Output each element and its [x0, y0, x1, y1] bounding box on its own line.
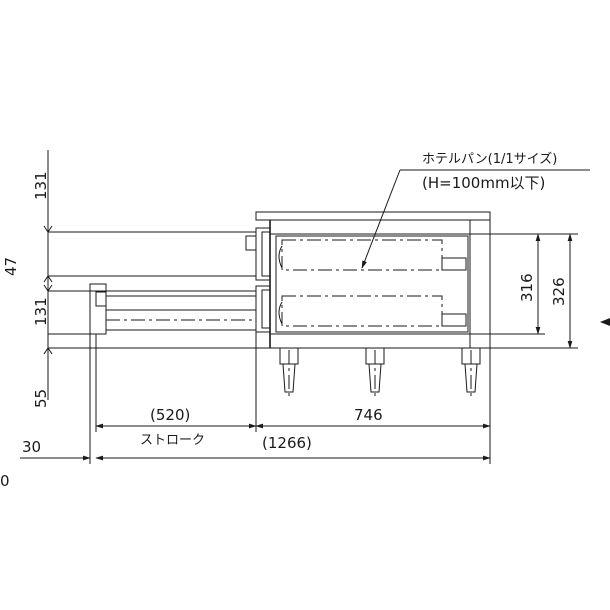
dim-316: 316 [518, 273, 536, 302]
edge-mark: 0 [0, 472, 10, 490]
dim-30: 30 [22, 438, 41, 456]
dim-stroke-label: ストローク [140, 433, 205, 448]
callout-label-height: (H=100mm以下) [422, 174, 545, 192]
dim-131-mid: 131 [32, 297, 50, 326]
bottom-dimension-lines [20, 290, 491, 464]
dim-131-top: 131 [32, 171, 50, 200]
dim-520: (520) [150, 406, 190, 424]
cabinet-legs [279, 347, 481, 400]
dim-746: 746 [354, 406, 383, 424]
left-dimension-lines [43, 150, 270, 400]
right-dimension-lines [490, 233, 610, 349]
drawer-fronts [245, 227, 271, 333]
dim-1266: (1266) [262, 434, 312, 452]
cabinet-body [255, 211, 491, 349]
hotel-pans [278, 239, 467, 327]
callout-label-pan: ホテルパン(1/1サイズ) [422, 151, 557, 167]
callout-leader [361, 169, 590, 269]
dim-326: 326 [550, 277, 568, 306]
dim-47: 47 [2, 257, 20, 276]
dim-55: 55 [32, 389, 50, 408]
